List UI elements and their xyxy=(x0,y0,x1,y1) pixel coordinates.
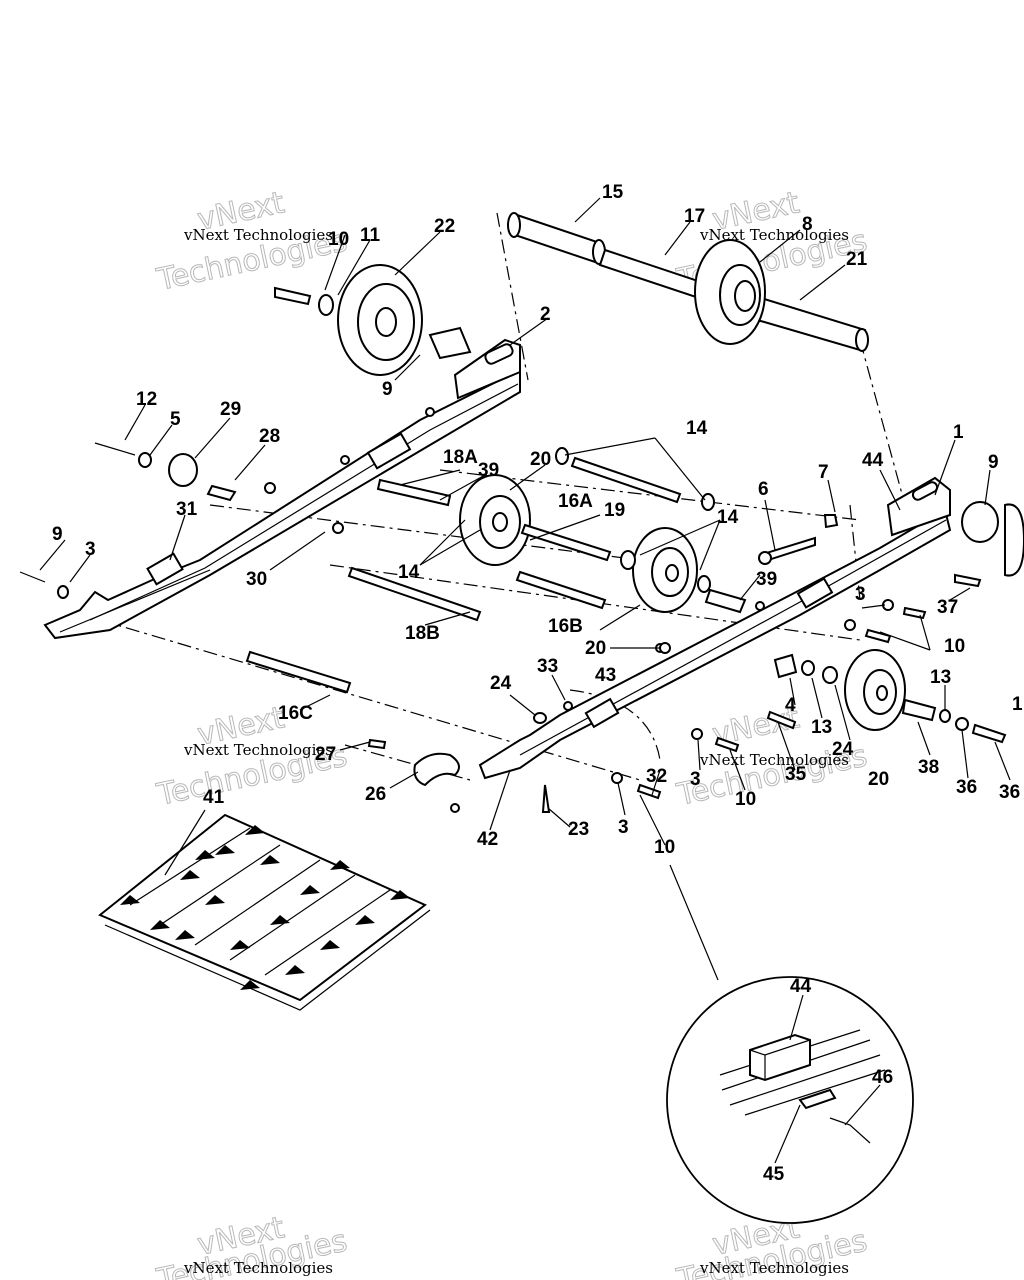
callout-18b: 18B xyxy=(405,623,440,644)
callout-16c: 16C xyxy=(278,703,313,724)
callout-24: 24 xyxy=(490,673,512,694)
assembly-line xyxy=(849,504,861,601)
callout-15: 15 xyxy=(602,182,624,203)
callout-9: 9 xyxy=(988,452,999,473)
callout-45: 45 xyxy=(763,1164,785,1185)
callout-27: 28 xyxy=(259,426,280,447)
callout-41: 42 xyxy=(477,829,498,850)
callout-33: 35 xyxy=(785,764,807,785)
watermark-text: vNext Technologies xyxy=(699,751,849,769)
track-40 xyxy=(98,813,431,1011)
left-rail xyxy=(43,338,521,640)
callout-24: 24 xyxy=(832,739,854,760)
watermark-text: vNext Technologies xyxy=(183,741,333,759)
callout-13: 13 xyxy=(811,717,832,738)
callout-20: 20 xyxy=(585,638,606,659)
callout-5: 5 xyxy=(170,409,181,430)
callout-32: 33 xyxy=(537,656,558,677)
callout-6: 6 xyxy=(758,479,769,500)
callout-16a: 16A xyxy=(558,491,593,512)
assembly-line xyxy=(569,689,661,761)
callout-14: 14 xyxy=(717,507,739,528)
callout-37: 37 xyxy=(937,597,958,618)
wheel-22 xyxy=(274,264,472,376)
callout-1: 1 xyxy=(953,422,964,443)
callout-43: 44 xyxy=(862,450,884,471)
callout-23: 23 xyxy=(568,819,589,840)
callout-9: 9 xyxy=(382,379,393,400)
callout-31: 32 xyxy=(646,766,667,787)
assembly-line xyxy=(329,564,861,641)
callout-20: 20 xyxy=(868,769,889,790)
detail-view xyxy=(666,864,914,1224)
callout-10: 10 xyxy=(944,636,965,657)
callout-12: 12 xyxy=(136,389,157,410)
callout-19: 19 xyxy=(604,500,625,521)
assembly-line xyxy=(496,212,529,381)
right-rail xyxy=(478,476,952,780)
callout-29: 30 xyxy=(246,569,267,590)
upper-shaft-assembly xyxy=(507,212,869,352)
callout-44: 44 xyxy=(790,976,812,997)
callout-13: 13 xyxy=(930,667,951,688)
assembly-line xyxy=(99,619,641,781)
callout-17: 17 xyxy=(684,206,705,227)
assembly-line xyxy=(209,504,641,561)
callout-4: 4 xyxy=(785,695,796,716)
watermark-text: vNext Technologies xyxy=(699,1259,849,1277)
callout-40: 41 xyxy=(203,787,225,808)
callout-10: 9 xyxy=(52,524,63,545)
callout-2: 2 xyxy=(540,304,551,325)
callout-30: 31 xyxy=(176,499,198,520)
callout-38: 38 xyxy=(918,757,939,778)
callout-3: 3 xyxy=(855,584,866,605)
cross-shafts xyxy=(19,442,715,694)
callout-labels: 15 17 8 21 22 10 11 2 9 12 5 29 28 18A 3… xyxy=(52,182,1023,1185)
callout-28: 29 xyxy=(220,399,241,420)
callout-35: 36 xyxy=(956,777,977,798)
callout-14: 14 xyxy=(686,418,708,439)
callout-10: 10 xyxy=(735,789,756,810)
watermark-text: vNext Technologies xyxy=(183,1259,333,1277)
assembly-line xyxy=(439,469,861,521)
callout-20: 20 xyxy=(530,449,551,470)
watermark-text: vNext Technologies xyxy=(183,226,333,244)
callout-3: 3 xyxy=(690,769,701,790)
callout-14: 14 xyxy=(398,562,420,583)
callout-7: 7 xyxy=(818,462,829,483)
callout-10: 10 xyxy=(328,229,349,250)
callout-25: 26 xyxy=(365,784,386,805)
callout-11: 11 xyxy=(360,225,381,246)
center-axle-assembly xyxy=(376,474,711,613)
callout-36: 36 xyxy=(999,782,1020,803)
callout-1-edge: 1 xyxy=(1012,694,1023,715)
callout-18a: 18A xyxy=(443,447,478,468)
callout-42: 43 xyxy=(595,665,616,686)
callout-26: 27 xyxy=(315,744,336,765)
callout-3: 3 xyxy=(618,817,629,838)
right-hardware xyxy=(691,501,1024,753)
callout-22: 22 xyxy=(434,216,455,237)
callout-8: 8 xyxy=(802,214,813,235)
watermark-text: vNext Technologies xyxy=(699,226,849,244)
callout-10: 10 xyxy=(654,837,675,858)
assembly-line xyxy=(859,339,906,506)
leader-lines xyxy=(39,197,1011,1164)
callout-16b: 16B xyxy=(548,616,583,637)
callout-3: 3 xyxy=(85,539,96,560)
callout-21: 21 xyxy=(846,249,868,270)
callout-39: 39 xyxy=(756,569,777,590)
lower-hardware xyxy=(367,642,671,813)
callout-46: 46 xyxy=(872,1067,893,1088)
callout-39: 39 xyxy=(478,460,499,481)
